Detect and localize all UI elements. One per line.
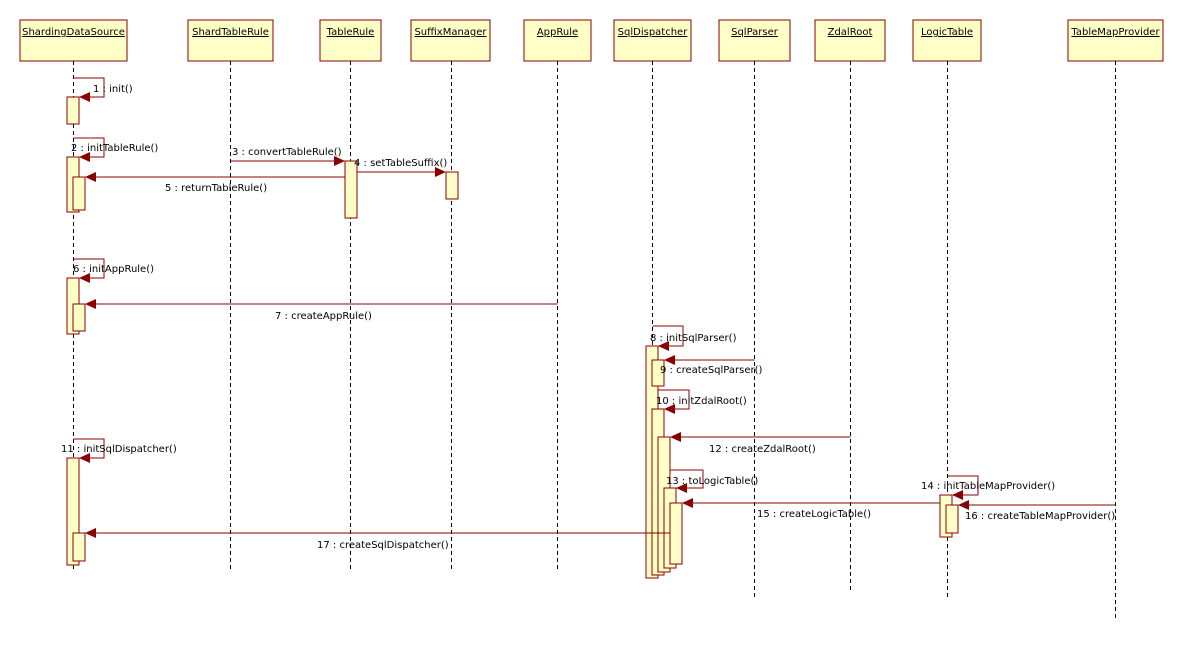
message-label: 2 : initTableRule(): [71, 143, 158, 154]
lifeline-header-suffix-manager[interactable]: SuffixManager: [410, 19, 491, 62]
lifeline-header-table-map-provider[interactable]: TableMapProvider: [1067, 19, 1164, 62]
lifeline-header-logic-table[interactable]: LogicTable: [912, 19, 982, 62]
lifeline-label: SqlDispatcher: [618, 27, 689, 38]
message-6-init-app-rule[interactable]: 6 : initAppRule(): [73, 258, 154, 283]
message-label: 4 : setTableSuffix(): [354, 158, 447, 169]
message-label: 3 : convertTableRule(): [232, 147, 342, 158]
lifeline-header-zdal-root[interactable]: ZdalRoot: [814, 19, 886, 62]
lifeline-header-sql-parser[interactable]: SqlParser: [718, 19, 791, 62]
message-1-init: 1 : init(): [73, 77, 133, 102]
message-8-init-sql-parser[interactable]: 8 : initSqlParser(): [650, 325, 737, 351]
activation-init: [66, 96, 80, 125]
lifeline-label: SqlParser: [731, 27, 779, 38]
message-4-set-table-suffix[interactable]: 4 : setTableSuffix(): [354, 158, 447, 177]
message-label: 15 : createLogicTable(): [757, 509, 871, 520]
activation-return-table-rule: [72, 176, 86, 211]
lifeline-header-sharding-data-source[interactable]: ShardingDataSource: [19, 19, 128, 62]
message-label: 13 : toLogicTable(): [666, 476, 758, 487]
activation-table-rule: [344, 160, 358, 219]
activation-create-logic-table: [669, 502, 683, 565]
message-label: 1 : init(): [93, 84, 133, 95]
message-17-create-sql-dispatcher[interactable]: 17 : createSqlDispatcher(): [85, 528, 670, 551]
message-label: 10 : initZdalRoot(): [656, 396, 747, 407]
lifeline-label: ZdalRoot: [828, 27, 873, 38]
lifeline-header-table-rule[interactable]: TableRule: [319, 19, 382, 62]
activation-create-table-map-provider: [945, 504, 959, 534]
activation-suffix-manager: [445, 171, 459, 200]
lifeline-header-sql-dispatcher[interactable]: SqlDispatcher: [613, 19, 692, 62]
activation-create-app-rule: [72, 303, 86, 332]
lifeline-header-shard-table-rule[interactable]: ShardTableRule: [187, 19, 274, 62]
message-16-create-table-map-provider[interactable]: 16 : createTableMapProvider(): [958, 500, 1116, 522]
lifeline-label: ShardTableRule: [192, 27, 269, 38]
lifeline-label: ShardingDataSource: [22, 27, 125, 38]
message-9-create-sql-parser[interactable]: 9 : createSqlParser(): [660, 355, 763, 376]
activation-create-sql-dispatcher: [72, 532, 86, 562]
message-label: 12 : createZdalRoot(): [709, 444, 816, 455]
message-label: 7 : createAppRule(): [275, 311, 372, 322]
message-15-create-logic-table[interactable]: 15 : createLogicTable(): [682, 498, 940, 520]
message-13-to-logic-table[interactable]: 13 : toLogicTable(): [666, 469, 758, 493]
message-label: 9 : createSqlParser(): [660, 365, 763, 376]
lifeline-label: SuffixManager: [414, 27, 487, 38]
message-14-init-table-map-provider[interactable]: 14 : initTableMapProvider(): [921, 475, 1055, 500]
message-label: 14 : initTableMapProvider(): [921, 481, 1055, 492]
lifeline-label: TableRule: [326, 27, 375, 38]
message-2-init-table-rule[interactable]: 2 : initTableRule(): [71, 137, 158, 162]
message-label: 6 : initAppRule(): [73, 264, 154, 275]
message-label: 17 : createSqlDispatcher(): [317, 540, 449, 551]
lifeline-header-app-rule[interactable]: AppRule: [523, 19, 592, 62]
message-label: 5 : returnTableRule(): [165, 183, 267, 194]
activation-create-sql-parser: [651, 359, 665, 387]
message-label: 16 : createTableMapProvider(): [965, 511, 1115, 522]
message-10-init-zdal-root[interactable]: 10 : initZdalRoot(): [656, 389, 747, 414]
lifeline-label: AppRule: [537, 27, 578, 38]
message-label: 11 : initSqlDispatcher(): [61, 444, 177, 455]
message-3-convert-table-rule[interactable]: 3 : convertTableRule(): [230, 147, 346, 166]
message-11-init-sql-dispatcher[interactable]: 11 : initSqlDispatcher(): [61, 438, 177, 463]
message-5-return-table-rule[interactable]: 5 : returnTableRule(): [85, 172, 345, 194]
lifeline-label: TableMapProvider: [1070, 27, 1160, 38]
lifeline-label: LogicTable: [921, 27, 973, 38]
message-12-create-zdal-root[interactable]: 12 : createZdalRoot(): [670, 432, 851, 455]
message-label: 8 : initSqlParser(): [650, 333, 737, 344]
message-7-create-app-rule[interactable]: 7 : createAppRule(): [85, 299, 558, 322]
